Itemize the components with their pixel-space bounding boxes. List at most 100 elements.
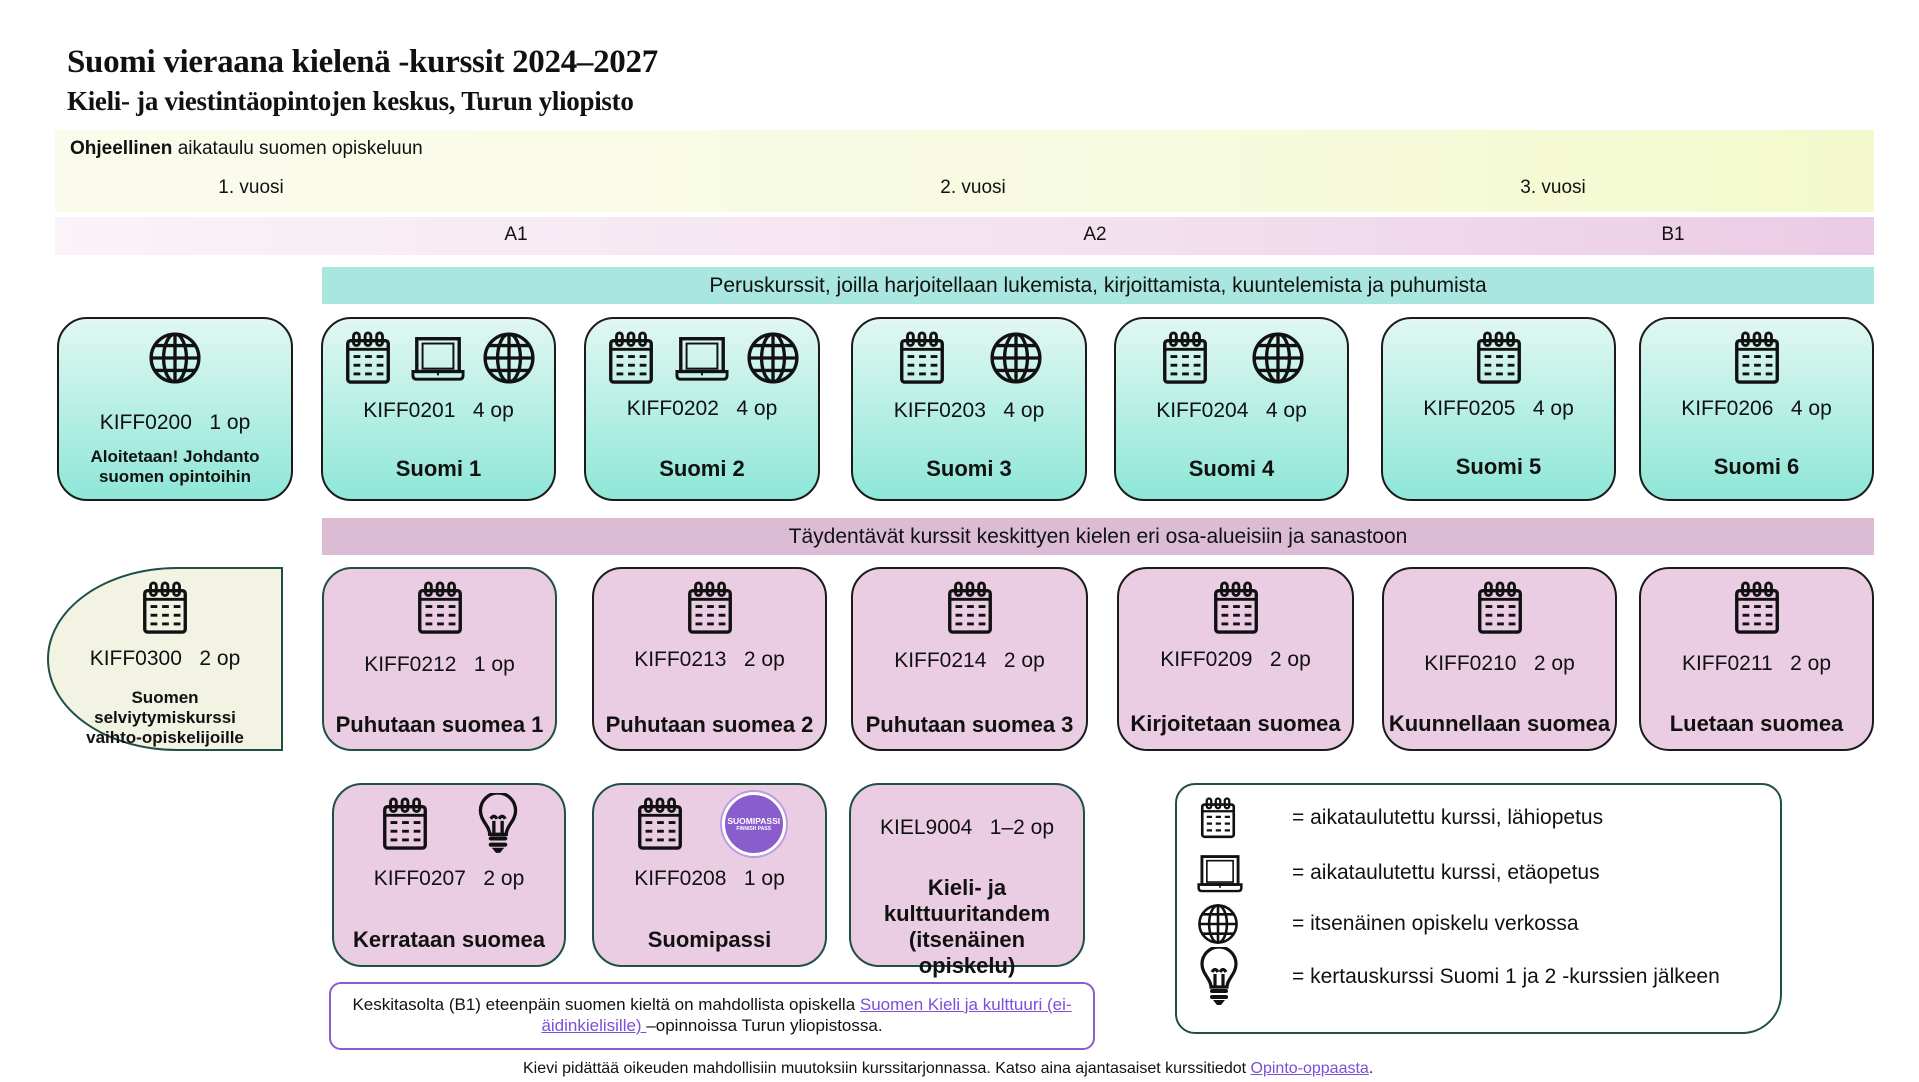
course-icons xyxy=(1641,579,1872,637)
course-credits: 4 op xyxy=(472,399,514,422)
course-code: KIFF0200 xyxy=(99,411,192,434)
footer-disclaimer: Kievi pidättää oikeuden mahdollisiin muu… xyxy=(523,1060,1373,1078)
bulb-icon xyxy=(476,793,520,855)
course-box-kiel9004[interactable]: KIEL9004 1–2 op Kieli- ja kulttuuritandem… xyxy=(849,783,1085,978)
course-box-kiff0203[interactable]: KIFF0203 4 op Suomi 3 xyxy=(851,317,1087,501)
course-code-credits: KIFF0210 2 op xyxy=(1384,652,1615,676)
calendar-icon xyxy=(633,797,687,851)
course-box-kiff0201[interactable]: KIFF0201 4 op Suomi 1 xyxy=(321,317,556,501)
globe-icon xyxy=(1251,331,1305,385)
course-icons xyxy=(853,579,1086,637)
course-name: Puhutaan suomea 2 xyxy=(605,712,814,737)
course-code-credits: KIFF0206 4 op xyxy=(1641,397,1872,421)
course-name: Suomi 6 xyxy=(1713,454,1800,479)
course-code: KIFF0206 xyxy=(1681,397,1774,420)
footer-text: Kievi pidättää oikeuden mahdollisiin muu… xyxy=(523,1060,1251,1077)
course-code: KIFF0201 xyxy=(363,399,456,422)
course-credits: 2 op xyxy=(483,867,525,890)
course-code: KIFF0214 xyxy=(894,649,987,672)
course-box-kiff0213[interactable]: KIFF0213 2 op Puhutaan suomea 2 xyxy=(592,567,827,751)
course-box-kiff0205[interactable]: KIFF0205 4 op Suomi 5 xyxy=(1381,317,1616,501)
footer-end: . xyxy=(1368,1060,1374,1077)
course-name: Suomi 3 xyxy=(926,456,1012,481)
course-credits: 4 op xyxy=(1003,399,1045,422)
calendar-icon xyxy=(1730,331,1784,385)
course-icons xyxy=(324,579,555,637)
course-box-kiff0206[interactable]: KIFF0206 4 op Suomi 6 xyxy=(1639,317,1874,501)
course-box-kiff0202[interactable]: KIFF0202 4 op Suomi 2 xyxy=(584,317,820,501)
badge-line1: SUOMIPASSI xyxy=(727,816,781,826)
year-band xyxy=(55,130,1874,212)
course-icons xyxy=(1383,329,1614,387)
year-3-label: 3. vuosi xyxy=(1520,177,1586,198)
calendar-icon xyxy=(378,797,432,851)
course-code-credits: KIFF0209 2 op xyxy=(1119,648,1352,672)
course-credits: 2 op xyxy=(1003,649,1045,672)
laptop-icon xyxy=(1197,850,1243,896)
calendar-icon xyxy=(683,581,737,635)
course-code-credits: KIFF0203 4 op xyxy=(853,399,1085,423)
course-name: Kuunnellaan suomea xyxy=(1388,711,1611,736)
course-credits: 1–2 op xyxy=(989,816,1054,839)
bulb-icon xyxy=(1197,947,1241,1007)
calendar-icon xyxy=(413,581,467,635)
course-name: Puhutaan suomea 1 xyxy=(335,712,544,737)
course-icons xyxy=(1641,329,1872,387)
course-code-credits: KIFF0202 4 op xyxy=(586,397,818,421)
legend-item: = aikataulutettu kurssi, etäopetus xyxy=(1197,850,1600,896)
finnish-language-culture-link[interactable]: Suomen Kieli ja kulttuuri (ei-äidinkieli… xyxy=(541,995,1072,1035)
course-code-credits: KIFF0204 4 op xyxy=(1116,399,1347,423)
course-name: Suomen selviytymiskurssi vaihto-opiskeli… xyxy=(86,688,244,747)
course-code-credits: KIFF0205 4 op xyxy=(1383,397,1614,421)
course-name: Suomi 1 xyxy=(395,456,482,481)
level-a2-label: A2 xyxy=(1083,224,1107,245)
course-name: Kieli- ja kulttuuritandem (itsenäinen op… xyxy=(883,875,1051,978)
basic-courses-header: Peruskurssit, joilla harjoitellaan lukem… xyxy=(322,267,1874,304)
course-credits: 2 op xyxy=(1790,652,1832,675)
course-code: KIFF0211 xyxy=(1681,652,1773,675)
year-2-label: 2. vuosi xyxy=(940,177,1006,198)
calendar-icon xyxy=(895,331,949,385)
course-name: Suomi 2 xyxy=(659,456,745,481)
study-guide-link[interactable]: Opinto-oppaasta xyxy=(1250,1060,1369,1077)
course-code: KIFF0209 xyxy=(1160,648,1253,671)
course-icons xyxy=(49,579,281,637)
course-icons xyxy=(323,329,554,387)
legend-text: = itsenäinen opiskelu verkossa xyxy=(1292,912,1579,935)
globe-icon xyxy=(1197,903,1239,945)
course-code-credits: KIFF0211 2 op xyxy=(1641,652,1872,676)
year-1-label: 1. vuosi xyxy=(218,177,284,198)
course-code-credits: KIFF0213 2 op xyxy=(594,648,825,672)
course-credits: 4 op xyxy=(1790,397,1832,420)
globe-icon xyxy=(482,331,536,385)
calendar-icon xyxy=(1209,581,1263,635)
guide-bold: Ohjeellinen xyxy=(70,138,173,159)
course-box-kiff0211[interactable]: KIFF0211 2 op Luetaan suomea xyxy=(1639,567,1874,751)
course-name: Luetaan suomea xyxy=(1669,711,1844,736)
course-code: KIFF0210 xyxy=(1424,652,1517,675)
legend-text: = aikataulutettu kurssi, lähiopetus xyxy=(1292,806,1604,829)
icon-legend: = aikataulutettu kurssi, lähiopetus = ai… xyxy=(1175,783,1782,1034)
calendar-icon xyxy=(943,581,997,635)
course-name: Suomi 5 xyxy=(1455,454,1542,479)
note-text: Keskitasolta (B1) eteenpäin suomen kielt… xyxy=(352,995,860,1014)
course-credits: 2 op xyxy=(1269,648,1311,671)
globe-icon xyxy=(989,331,1043,385)
course-code-credits: KIEL9004 1–2 op xyxy=(851,816,1083,840)
course-box-kiff0210[interactable]: KIFF0210 2 op Kuunnellaan suomea xyxy=(1382,567,1617,751)
calendar-icon xyxy=(604,331,658,385)
b1-note: Keskitasolta (B1) eteenpäin suomen kielt… xyxy=(329,982,1095,1050)
course-code-credits: KIFF0200 1 op xyxy=(59,411,291,435)
calendar-icon xyxy=(1473,581,1527,635)
legend-item: = aikataulutettu kurssi, lähiopetus xyxy=(1197,797,1603,839)
course-code-credits: KIFF0208 1 op xyxy=(594,867,825,891)
